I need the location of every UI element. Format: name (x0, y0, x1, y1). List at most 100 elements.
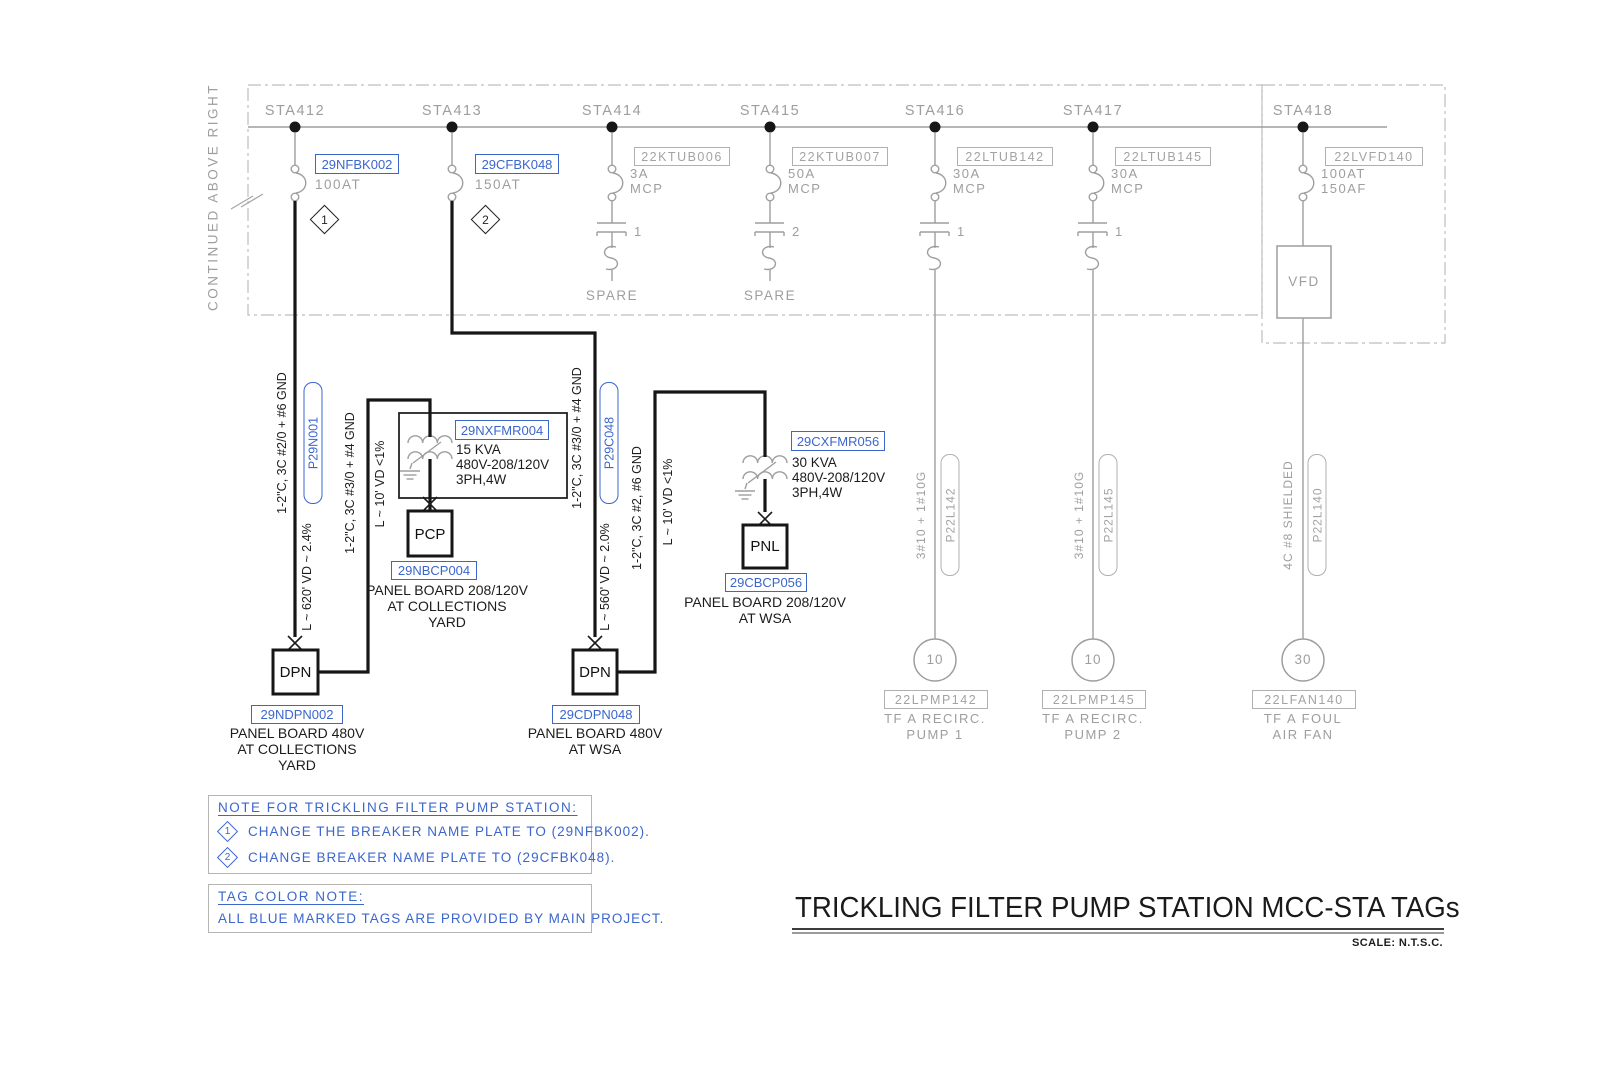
motor-hp-sta417: 10 (1084, 652, 1102, 667)
xfmr-phase-29NXFMR004: 3PH,4W (456, 472, 507, 487)
spare-label-sta415: SPARE (743, 288, 797, 303)
breaker-rating-sta413: 150AT (475, 177, 522, 192)
transformer-29CXFMR056-icon (735, 455, 788, 500)
station-label-sta417: STA417 (1062, 103, 1124, 119)
note-item-2-text: CHANGE BREAKER NAME PLATE TO (29CFBK048)… (248, 850, 616, 865)
load-name-sta416-line2: PUMP 1 (906, 727, 964, 742)
xfmr-volts-29NXFMR004: 480V-208/120V (456, 457, 550, 472)
transformer-symbols (400, 435, 788, 500)
station-label-sta412: STA412 (264, 103, 326, 119)
pnl-label: PNL (750, 538, 780, 555)
dpn-wsa-label: DPN (579, 664, 611, 681)
tag-color-note-text: ALL BLUE MARKED TAGS ARE PROVIDED BY MAI… (218, 911, 665, 926)
breaker-tag-22LTUB145: 22LTUB145 (1115, 147, 1211, 166)
pcp-desc2: AT COLLECTIONS (387, 598, 507, 614)
dpn-collections-desc3: YARD (278, 757, 316, 773)
mcc-enclosure-outline (247, 84, 1446, 344)
breaker-rating-sta417: 30A (1111, 166, 1139, 181)
station-label-sta413: STA413 (421, 103, 483, 119)
scale-label: SCALE: N.T.S.C. (1352, 937, 1443, 949)
breaker-type-sta414: MCP (630, 181, 664, 196)
dpn-collections-desc2: AT COLLECTIONS (237, 741, 357, 757)
title-underline-2 (792, 932, 1444, 934)
vfd-label: VFD (1288, 274, 1320, 289)
breaker-tag-29CFBK048: 29CFBK048 (475, 154, 559, 174)
branch-vd-label-collections: L ~ 10' VD <1% (373, 440, 387, 528)
branch-cable-label-collections: 1-2"C, 3C #3/0 + #4 GND (343, 412, 357, 554)
breaker-tag-22LTUB142: 22LTUB142 (957, 147, 1053, 166)
station-label-sta414: STA414 (581, 103, 643, 119)
feeder-length-label-collections: L ~ 620' VD ~ 2.4% (300, 523, 314, 631)
station-label-sta415: STA415 (739, 103, 801, 119)
xfmr-kva-29NXFMR004: 15 KVA (456, 442, 501, 457)
pcp-desc1: PANEL BOARD 208/120V (366, 582, 528, 598)
load-name-sta417-line2: PUMP 2 (1064, 727, 1122, 742)
breaker-tag-29NFBK002: 29NFBK002 (315, 154, 399, 174)
contact-number-sta414: 1 (634, 224, 643, 239)
breaker-type-sta417: MCP (1111, 181, 1145, 196)
branch-vd-label-wsa: L ~ 10' VD <1% (661, 458, 675, 546)
panel-tag-29NBCP004: 29NBCP004 (391, 561, 477, 580)
feeder-cable-tag-P29C048: P29C048 (599, 382, 619, 504)
breaker-rating-sta415: 50A (788, 166, 816, 181)
pump-station-note-box (208, 795, 592, 874)
branch-cable-label-wsa: 1-2"C, 3C #2, #6 GND (630, 446, 644, 570)
motor-hp-sta418: 30 (1294, 652, 1312, 667)
cable-tag-P22L140: P22L140 (1307, 454, 1327, 576)
breaker-tag-22LVFD140: 22LVFD140 (1325, 147, 1423, 166)
contact-number-sta415: 2 (792, 224, 801, 239)
pnl-desc1: PANEL BOARD 208/120V (684, 594, 846, 610)
load-name-sta418-line2: AIR FAN (1272, 727, 1334, 742)
cable-label-sta418: 4C #8 SHIELDED (1281, 460, 1295, 570)
xfmr-tag-29CXFMR056: 29CXFMR056 (791, 431, 885, 451)
breaker-symbols (290, 133, 1315, 202)
cable-tag-P22L145: P22L145 (1098, 454, 1118, 576)
xfmr-phase-29CXFMR056: 3PH,4W (792, 485, 843, 500)
load-tag-22LFAN140: 22LFAN140 (1252, 690, 1356, 709)
feeder-wiring (293, 201, 767, 674)
xfmr-volts-29CXFMR056: 480V-208/120V (792, 470, 886, 485)
breaker-tag-22KTUB007: 22KTUB007 (792, 147, 888, 166)
load-name-sta417-line1: TF A RECIRC. (1042, 711, 1144, 726)
feeder-length-label-wsa: L ~ 560' VD ~ 2.0% (598, 523, 612, 631)
tag-color-note-box (208, 884, 592, 933)
dpn-collections-label: DPN (279, 664, 312, 681)
breaker-frame-sta418: 150AF (1321, 181, 1367, 196)
xfmr-tag-29NXFMR004: 29NXFMR004 (455, 420, 549, 440)
feeder-cable-label-collections: 1-2"C, 3C #2/0 + #6 GND (275, 372, 289, 514)
contact-number-sta416: 1 (957, 224, 966, 239)
transformer-29NXFMR004-box (398, 412, 568, 499)
note-item-1-text: CHANGE THE BREAKER NAME PLATE TO (29NFBK… (248, 824, 650, 839)
dpn-wsa-desc1: PANEL BOARD 480V (527, 725, 663, 741)
load-tag-22LPMP145: 22LPMP145 (1042, 690, 1146, 709)
panel-tag-29CBCP056: 29CBCP056 (725, 573, 807, 592)
cable-label-sta416: 3#10 + 1#10G (914, 470, 928, 560)
breaker-type-sta416: MCP (953, 181, 987, 196)
breaker-tag-22KTUB006: 22KTUB006 (634, 147, 730, 166)
feeder-cable-label-wsa: 1-2"C, 3C #3/0 + #4 GND (570, 367, 584, 509)
pump-station-note-title: NOTE FOR TRICKLING FILTER PUMP STATION: (218, 800, 578, 815)
breaker-type-sta415: MCP (788, 181, 822, 196)
bus-tap-dots (289, 121, 1309, 133)
pcp-desc3: YARD (428, 614, 466, 630)
device-boxes (271, 509, 789, 696)
station-label-sta416: STA416 (904, 103, 966, 119)
transformer-29NXFMR004-icon (400, 435, 453, 480)
xfmr-kva-29CXFMR056: 30 KVA (792, 455, 837, 470)
sheet-title: TRICKLING FILTER PUMP STATION MCC-STA TA… (795, 892, 1460, 924)
dpn-tag-29NDPN002: 29NDPN002 (251, 705, 343, 724)
dpn-collections-desc1: PANEL BOARD 480V (229, 725, 365, 741)
breaker-rating-sta412: 100AT (315, 177, 362, 192)
feeder-cable-tag-P29N001: P29N001 (303, 382, 323, 504)
motor-circuit-symbols (596, 201, 1332, 682)
title-underline-1 (792, 928, 1444, 930)
motor-hp-sta416: 10 (926, 652, 944, 667)
pnl-desc2: AT WSA (738, 610, 792, 626)
continued-above-right-label: CONTINUED ABOVE RIGHT (205, 82, 221, 312)
load-name-sta418-line1: TF A FOUL (1263, 711, 1343, 726)
dpn-wsa-desc2: AT WSA (568, 741, 622, 757)
cable-tag-P22L142: P22L142 (940, 454, 960, 576)
breaker-rating-sta416: 30A (953, 166, 981, 181)
